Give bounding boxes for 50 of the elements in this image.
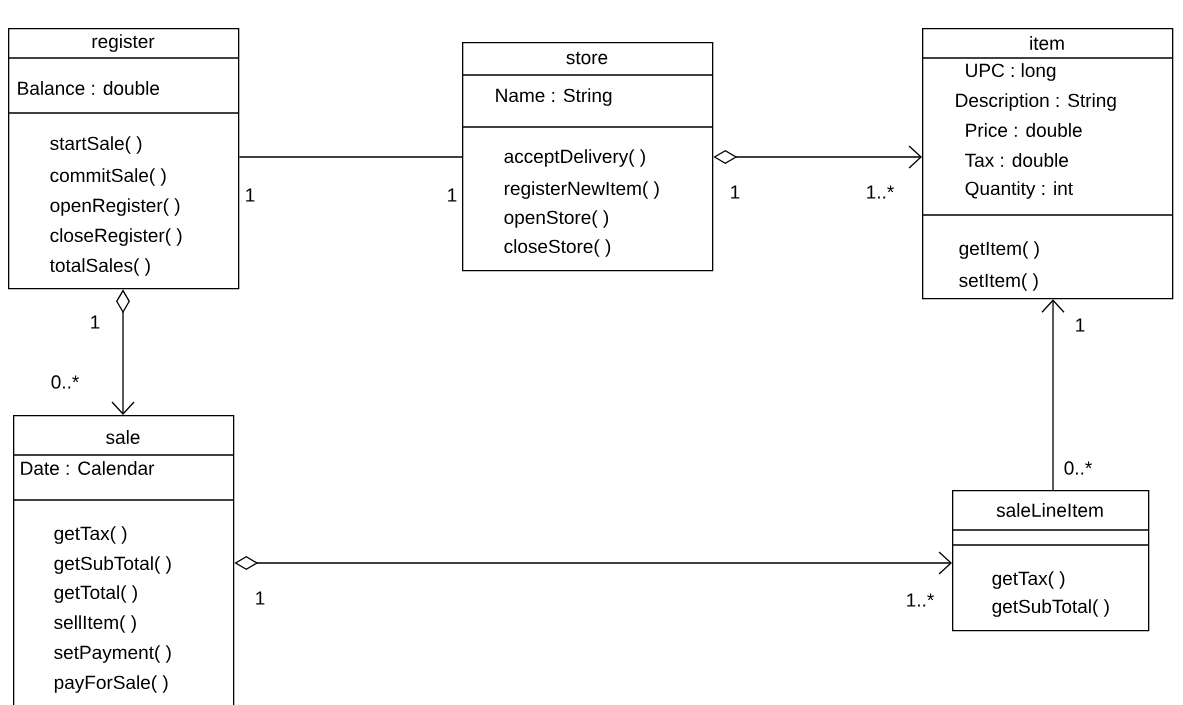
method-text: payForSale( ) xyxy=(54,675,168,693)
method-text: closeRegister( ) xyxy=(50,228,182,246)
association-line xyxy=(111,289,135,415)
association-line xyxy=(1041,299,1065,491)
attribute-text: Tax : double xyxy=(965,153,1068,167)
multiplicity-label: 1 xyxy=(91,315,100,329)
multiplicity-label: 1 xyxy=(731,185,740,199)
multiplicity-label: 0..* xyxy=(1064,461,1092,475)
class-name: sale xyxy=(106,430,140,444)
class-name: saleLineItem xyxy=(996,503,1103,517)
multiplicity-label: 1 xyxy=(1076,318,1085,332)
attribute-text: Balance : double xyxy=(18,81,160,95)
attribute-text: Name : String xyxy=(496,88,612,106)
method-text: closeStore( ) xyxy=(504,239,611,257)
class-box xyxy=(461,42,714,272)
method-text: openRegister( ) xyxy=(50,198,180,216)
class-name: item xyxy=(1030,36,1064,50)
method-text: getTotal( ) xyxy=(54,585,137,603)
association-line xyxy=(234,551,952,575)
method-text: startSale( ) xyxy=(50,136,142,154)
method-text: getItem( ) xyxy=(959,241,1039,259)
association-line xyxy=(713,145,922,169)
attribute-text: UPC : long xyxy=(966,63,1056,81)
class-box xyxy=(921,28,1174,300)
method-text: openStore( ) xyxy=(504,210,609,228)
multiplicity-label: 1 xyxy=(256,591,265,605)
method-text: totalSales( ) xyxy=(49,258,150,276)
class-name: store xyxy=(566,51,608,65)
attribute-text: Description : String xyxy=(956,93,1116,111)
attribute-text: Quantity : int xyxy=(965,181,1073,199)
method-text: acceptDelivery( ) xyxy=(504,149,645,167)
method-text: getTax( ) xyxy=(992,571,1065,589)
class-name: register xyxy=(92,34,155,52)
method-text: getSubTotal( ) xyxy=(54,556,171,574)
class-box xyxy=(7,28,240,290)
association-line xyxy=(238,156,463,158)
method-text: setPayment( ) xyxy=(54,645,171,663)
method-text: getSubTotal( ) xyxy=(992,599,1109,617)
attribute-text: Date : Calendar xyxy=(21,461,155,475)
method-text: sellItem( ) xyxy=(54,615,136,633)
class-box xyxy=(12,415,235,705)
method-text: commitSale( ) xyxy=(50,168,166,186)
method-text: setItem( ) xyxy=(959,273,1038,291)
method-text: registerNewItem( ) xyxy=(504,181,659,199)
multiplicity-label: 1..* xyxy=(907,593,934,607)
attribute-text: Price : double xyxy=(966,123,1082,137)
method-text: getTax( ) xyxy=(54,526,127,544)
class-box xyxy=(951,490,1150,632)
multiplicity-label: 0..* xyxy=(51,375,79,389)
multiplicity-label: 1..* xyxy=(867,185,894,199)
